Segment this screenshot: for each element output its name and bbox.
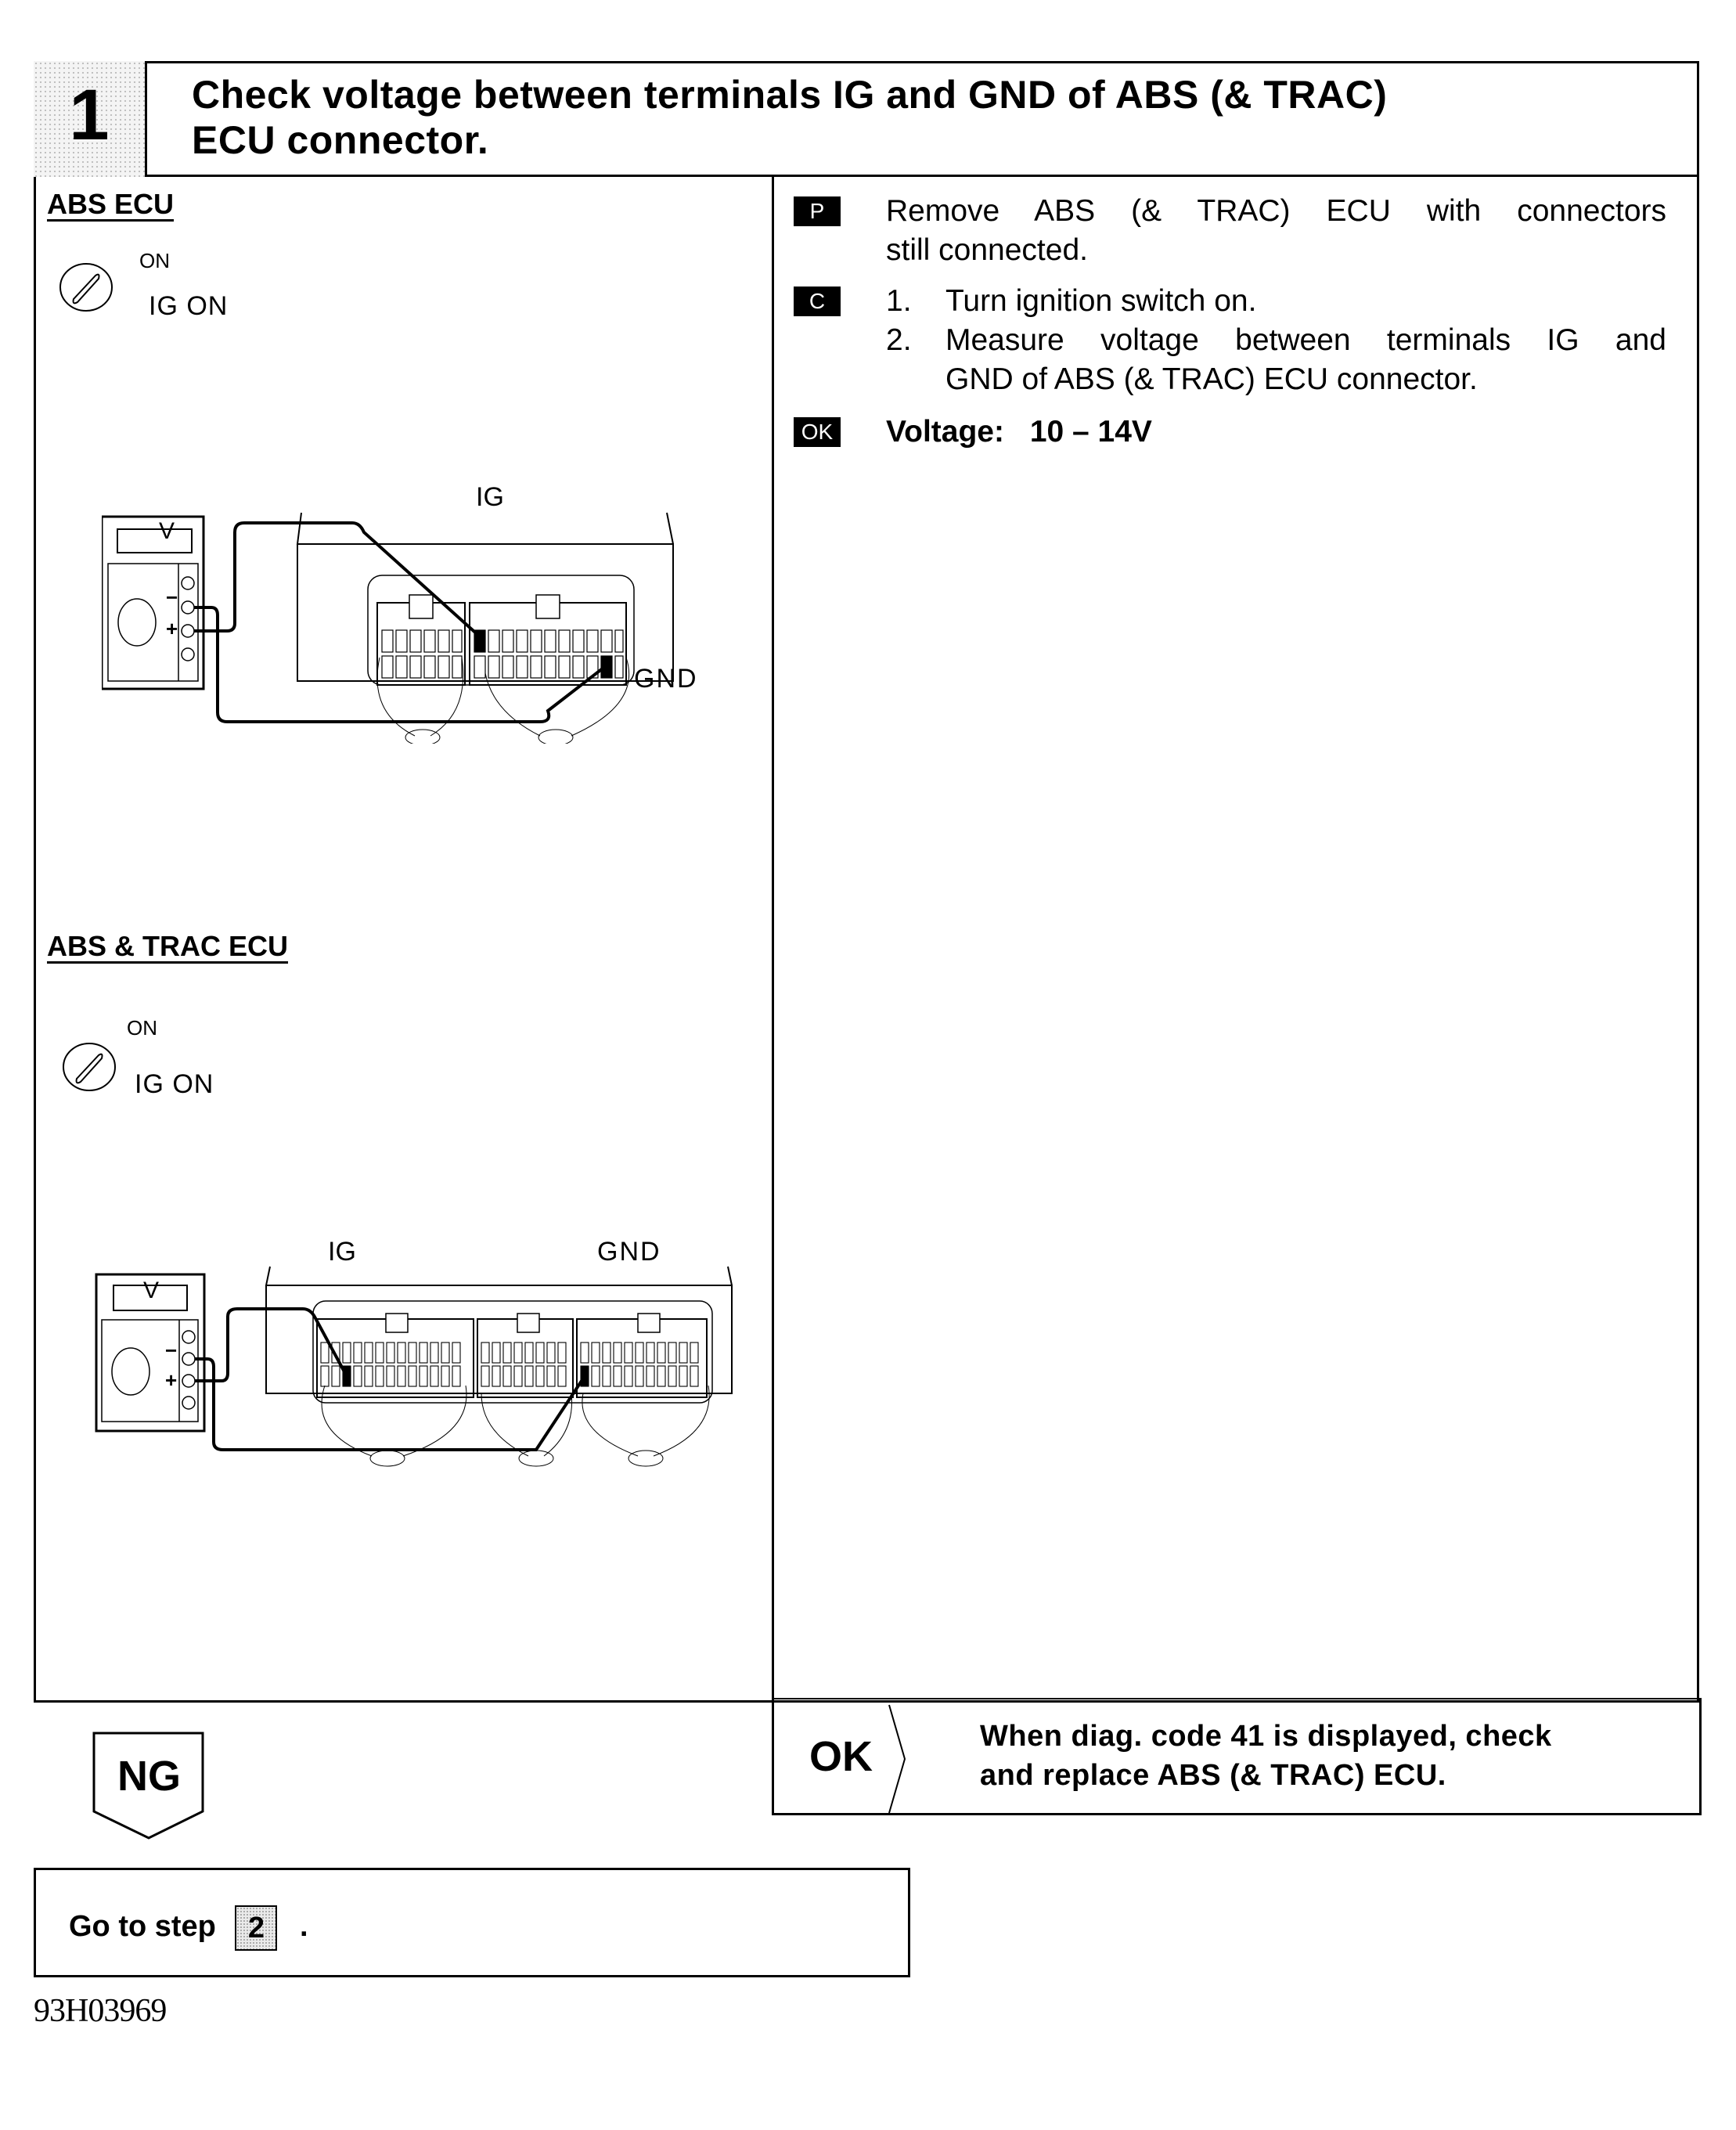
document-code: 93H03969 xyxy=(34,1993,167,2029)
step-header xyxy=(34,61,1699,177)
meter-plus-label: + xyxy=(166,617,178,640)
ignition-key-icon xyxy=(59,263,113,312)
section-label-abs-trac-ecu: ABS & TRAC ECU xyxy=(47,930,289,962)
meter-plus-label: + xyxy=(165,1368,178,1392)
step-2-link[interactable]: 2 xyxy=(235,1905,278,1951)
procedure-frame xyxy=(34,61,1699,1703)
ok-arrow-icon xyxy=(888,1704,906,1814)
meter-label: V xyxy=(159,518,175,544)
check-item-1: 1. Turn ignition switch on. xyxy=(886,284,1257,318)
spec-label: Voltage: xyxy=(886,415,1004,449)
prep-tag: P xyxy=(794,196,841,226)
meter-minus-label: − xyxy=(165,1339,178,1362)
goto-instruction: Go to step 2 . xyxy=(69,1905,308,1951)
check-item-2: 2. Measure voltage between terminals IG … xyxy=(886,323,1666,396)
ok-result-box xyxy=(772,1698,1702,1815)
step-number-cell: 1 xyxy=(34,61,147,177)
ng-result-label: NG xyxy=(117,1753,181,1800)
switch-state-label: IG ON xyxy=(149,291,229,321)
column-divider xyxy=(772,177,774,1703)
switch-on-label: ON xyxy=(127,1016,157,1040)
meter-label: V xyxy=(143,1278,160,1303)
switch-state-label: IG ON xyxy=(135,1069,214,1099)
ignition-key-icon xyxy=(63,1043,116,1091)
terminal-ig-label: IG xyxy=(328,1237,356,1267)
wiring-diagram-graphic xyxy=(95,1266,733,1467)
switch-on-label: ON xyxy=(139,249,170,272)
wiring-diagram-graphic xyxy=(102,512,674,744)
terminal-ig-label: IG xyxy=(476,482,504,512)
ok-spec: OK Voltage: 10 – 14V xyxy=(794,413,1666,452)
terminal-gnd-label: GND xyxy=(634,664,698,694)
step-title: Check voltage between terminals IG and G… xyxy=(192,73,1388,162)
step-number: 1 xyxy=(69,75,110,155)
check-tag: C xyxy=(794,287,841,316)
ok-tag: OK xyxy=(794,417,841,447)
goto-box xyxy=(34,1868,910,1977)
abs-ecu-wiring-diagram: V − + IG GND xyxy=(102,478,728,744)
meter-minus-label: − xyxy=(166,586,178,609)
terminal-gnd-label: GND xyxy=(597,1237,661,1267)
prep-instruction: P Remove ABS (& TRAC) ECU with connector… xyxy=(794,192,1666,270)
ng-arrow-shape xyxy=(92,1732,204,1840)
ok-result-label: OK xyxy=(809,1733,873,1780)
check-instructions: C 1. Turn ignition switch on. 2. Measure… xyxy=(794,282,1666,399)
abs-trac-ecu-wiring-diagram: V − + IG GND xyxy=(90,1237,740,1479)
ok-result-text: When diag. code 41 is displayed, check a… xyxy=(980,1720,1552,1792)
spec-value: 10 – 14V xyxy=(1029,415,1152,449)
section-label-abs-ecu: ABS ECU xyxy=(47,188,175,220)
